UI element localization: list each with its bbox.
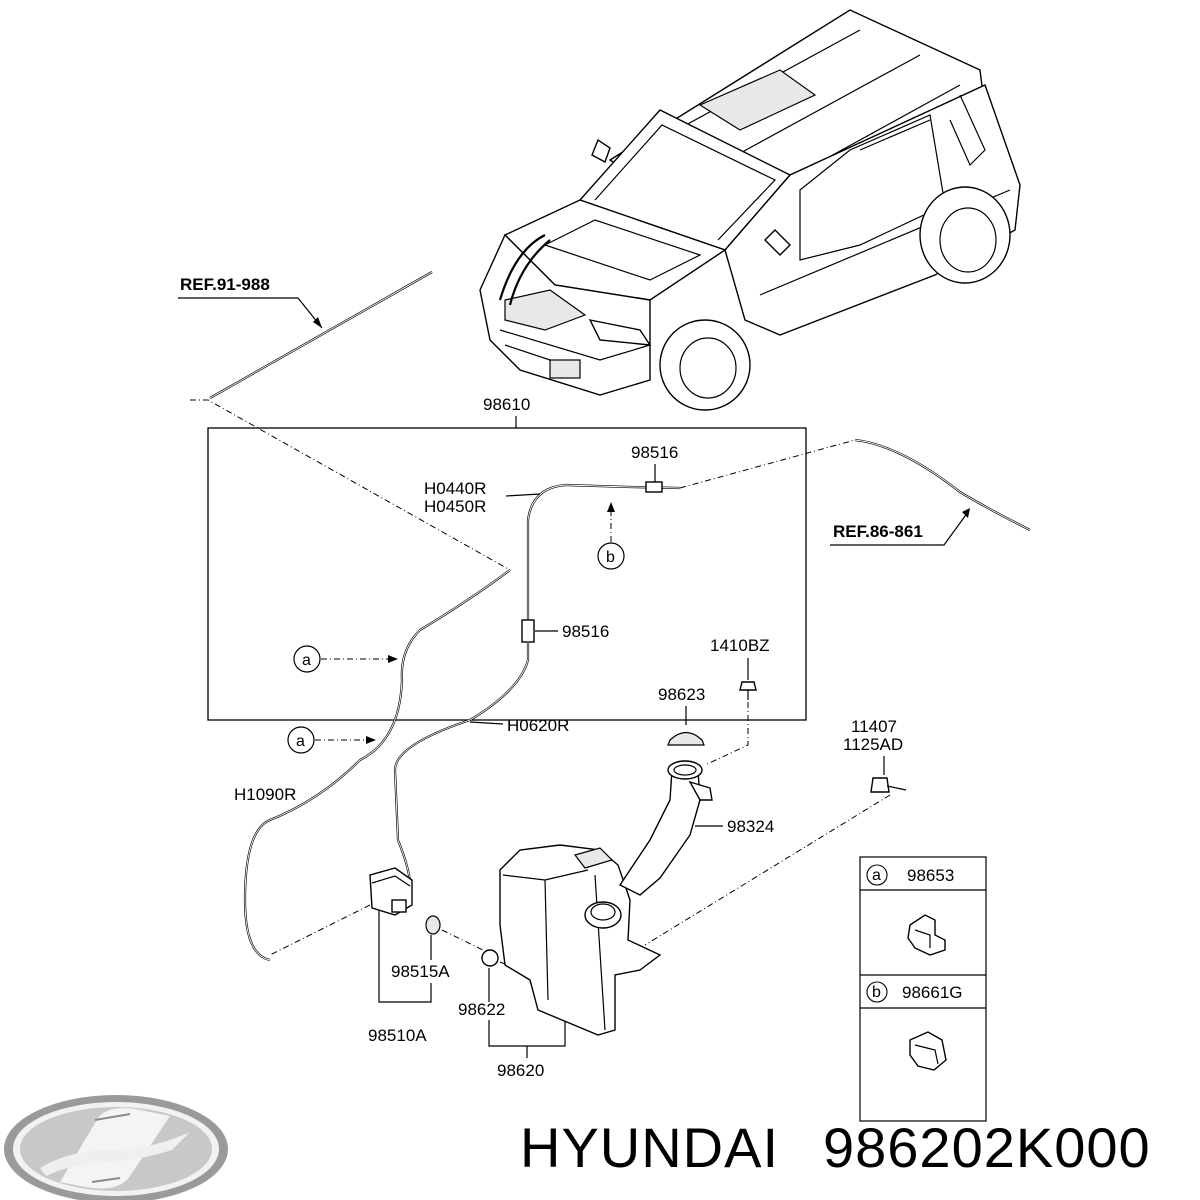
ref-91-988-callout: REF.91-988 — [178, 271, 511, 571]
part-labels: 98516 H0440R H0450R 98516 1410BZ 98623 H… — [234, 443, 903, 1080]
label-98324: 98324 — [727, 817, 774, 836]
ref-86-861-label: REF.86-861 — [833, 522, 923, 541]
label-h0440r: H0440R — [424, 479, 486, 498]
label-98515a: 98515A — [391, 962, 450, 981]
label-98516-mid: 98516 — [562, 622, 609, 641]
caption-brand: HYUNDAI — [520, 1116, 779, 1179]
label-98516-top: 98516 — [631, 443, 678, 462]
callout-a-upper: a — [302, 652, 311, 669]
legend-letter-a: a — [872, 867, 881, 884]
hyundai-logo — [4, 1095, 228, 1200]
label-h0620r: H0620R — [507, 716, 569, 735]
clip-a-icon — [907, 914, 946, 956]
label-1410bz: 1410BZ — [710, 636, 770, 655]
legend-part-98653: 98653 — [907, 866, 954, 885]
legend-part-98661g: 98661G — [902, 983, 963, 1002]
label-h1090r: H1090R — [234, 785, 296, 804]
hose-routing — [243, 438, 1031, 962]
clip-legend-table: a 98653 b 98661G — [859, 856, 987, 1122]
car-illustration — [479, 9, 1021, 411]
callout-b: b — [606, 549, 615, 566]
label-98510a: 98510A — [368, 1026, 427, 1045]
assembly-frame — [207, 427, 807, 721]
label-98620: 98620 — [497, 1061, 544, 1080]
label-98622: 98622 — [458, 1000, 505, 1019]
legend-letter-b: b — [872, 984, 881, 1001]
label-98610: 98610 — [483, 395, 530, 414]
ref-91-988-label: REF.91-988 — [180, 275, 270, 294]
ref-86-861-callout: REF.86-861 — [830, 508, 970, 546]
caption-part-number: 986202K000 — [823, 1116, 1151, 1179]
washer-components — [269, 681, 907, 1036]
label-h0450r: H0450R — [424, 497, 486, 516]
label-11407: 11407 — [851, 717, 897, 736]
label-98623: 98623 — [658, 685, 705, 704]
label-1125ad: 1125AD — [843, 735, 903, 754]
callout-a-lower: a — [296, 733, 305, 750]
clip-b-icon — [909, 1031, 947, 1071]
callouts: a a b — [287, 502, 625, 754]
